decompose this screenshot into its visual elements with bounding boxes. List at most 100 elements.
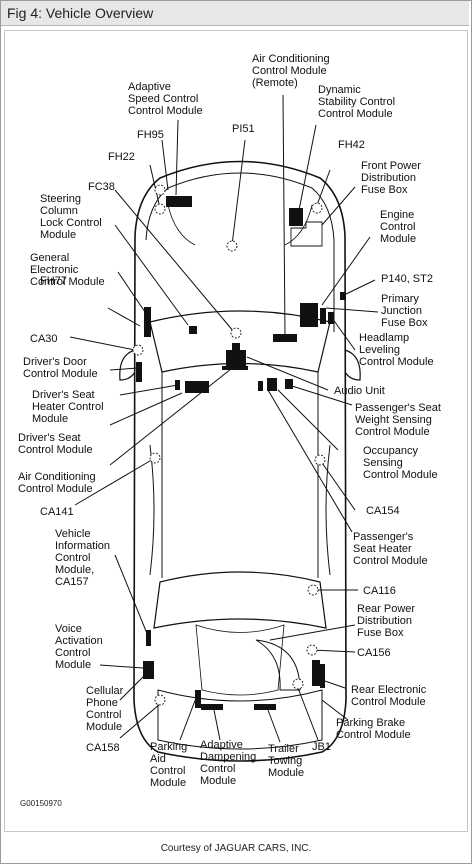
label-line: Rear Power [357, 603, 415, 615]
label-line: Junction [381, 305, 422, 317]
label-line: CA156 [357, 647, 391, 659]
credit-line: Courtesy of JAGUAR CARS, INC. [160, 843, 312, 854]
label-fh22: FH22 [108, 151, 135, 163]
label-line: Leveling [359, 344, 400, 356]
jb1-connector [292, 678, 304, 690]
rear-electronic-module [312, 660, 320, 686]
title-bar: Fig 4: Vehicle Overview [1, 1, 469, 26]
ca156-connector [306, 644, 318, 656]
label-line: Towing [268, 755, 302, 767]
label-line: Control Module [18, 444, 93, 456]
label-line: Distribution [361, 172, 416, 184]
label-line: Passenger's [353, 531, 414, 543]
label-line: Dampening [200, 751, 256, 763]
label-line: Aid [150, 753, 166, 765]
label-line: Air Conditioning [252, 53, 330, 65]
label-line: FH95 [137, 129, 164, 141]
label-ca156: CA156 [357, 647, 391, 659]
label-line: Engine [380, 209, 414, 221]
dynamic-stability-module [289, 208, 303, 226]
parking-aid-module [195, 690, 201, 708]
module-blocks [136, 196, 346, 710]
label-line: Control Module [359, 356, 434, 368]
ca141-connector [149, 452, 161, 464]
label-line: FC38 [88, 181, 115, 193]
label-line: CA154 [366, 505, 400, 517]
label-line: Parking [150, 741, 187, 753]
label-line: Lock Control [40, 217, 102, 229]
label-line: Parking Brake [336, 717, 405, 729]
label-line: Control [200, 763, 235, 775]
label-line: Driver's Door [23, 356, 87, 368]
label-line: Phone [86, 697, 118, 709]
audio-base [222, 366, 248, 370]
label-line: Control Module [18, 483, 93, 495]
label-line: Module [380, 233, 416, 245]
steering-lock-module [189, 326, 197, 334]
fc38-connector [230, 327, 242, 339]
label-line: Module [200, 775, 236, 787]
label-line: FH22 [108, 151, 135, 163]
label-line: Adaptive [200, 739, 243, 751]
label-ca158: CA158 [86, 742, 120, 754]
label-line: JB1 [312, 741, 331, 753]
label-line: General [30, 252, 69, 264]
label-line: FH77 [40, 275, 67, 287]
label-line: Trailer [268, 743, 299, 755]
label-line: Fuse Box [381, 317, 428, 329]
fh22-connector [154, 203, 166, 215]
label-line: Control Module [353, 555, 428, 567]
label-line: Control [150, 765, 185, 777]
label-line: CA157 [55, 576, 89, 588]
label-line: CA116 [363, 585, 396, 597]
label-line: Driver's Seat [32, 389, 95, 401]
label-line: FH42 [338, 139, 365, 151]
label-line: Control Module [252, 65, 327, 77]
label-p140-st2: P140, ST2 [381, 273, 433, 285]
drivers-door-module [136, 362, 142, 382]
passenger-heater-module [258, 381, 263, 391]
label-line: Module [86, 721, 122, 733]
label-line: Stability Control [318, 96, 395, 108]
label-line: Module [150, 777, 186, 789]
label-line: Module [55, 659, 91, 671]
ca158-connector [154, 694, 166, 706]
audio-unit [226, 350, 246, 367]
label-line: Module, [55, 564, 94, 576]
audio-cap [232, 343, 240, 350]
passenger-weight-module [267, 378, 277, 391]
label-line: Module [268, 767, 304, 779]
label-line: Fuse Box [357, 627, 404, 639]
label-line: Fuse Box [361, 184, 408, 196]
label-line: (Remote) [252, 77, 298, 89]
p140-block [340, 292, 346, 300]
label-line: Control Module [336, 729, 411, 741]
label-line: Column [40, 205, 78, 217]
label-line: Control [55, 647, 90, 659]
label-fh95: FH95 [137, 129, 164, 141]
label-line: Module [32, 413, 68, 425]
label-line: Information [55, 540, 110, 552]
label-line: P140, ST2 [381, 273, 433, 285]
label-jb1: JB1 [312, 741, 331, 753]
label-line: CA30 [30, 333, 58, 345]
diagram-border [4, 30, 468, 832]
label-line: Primary [381, 293, 419, 305]
primary-junction-block [320, 308, 326, 324]
